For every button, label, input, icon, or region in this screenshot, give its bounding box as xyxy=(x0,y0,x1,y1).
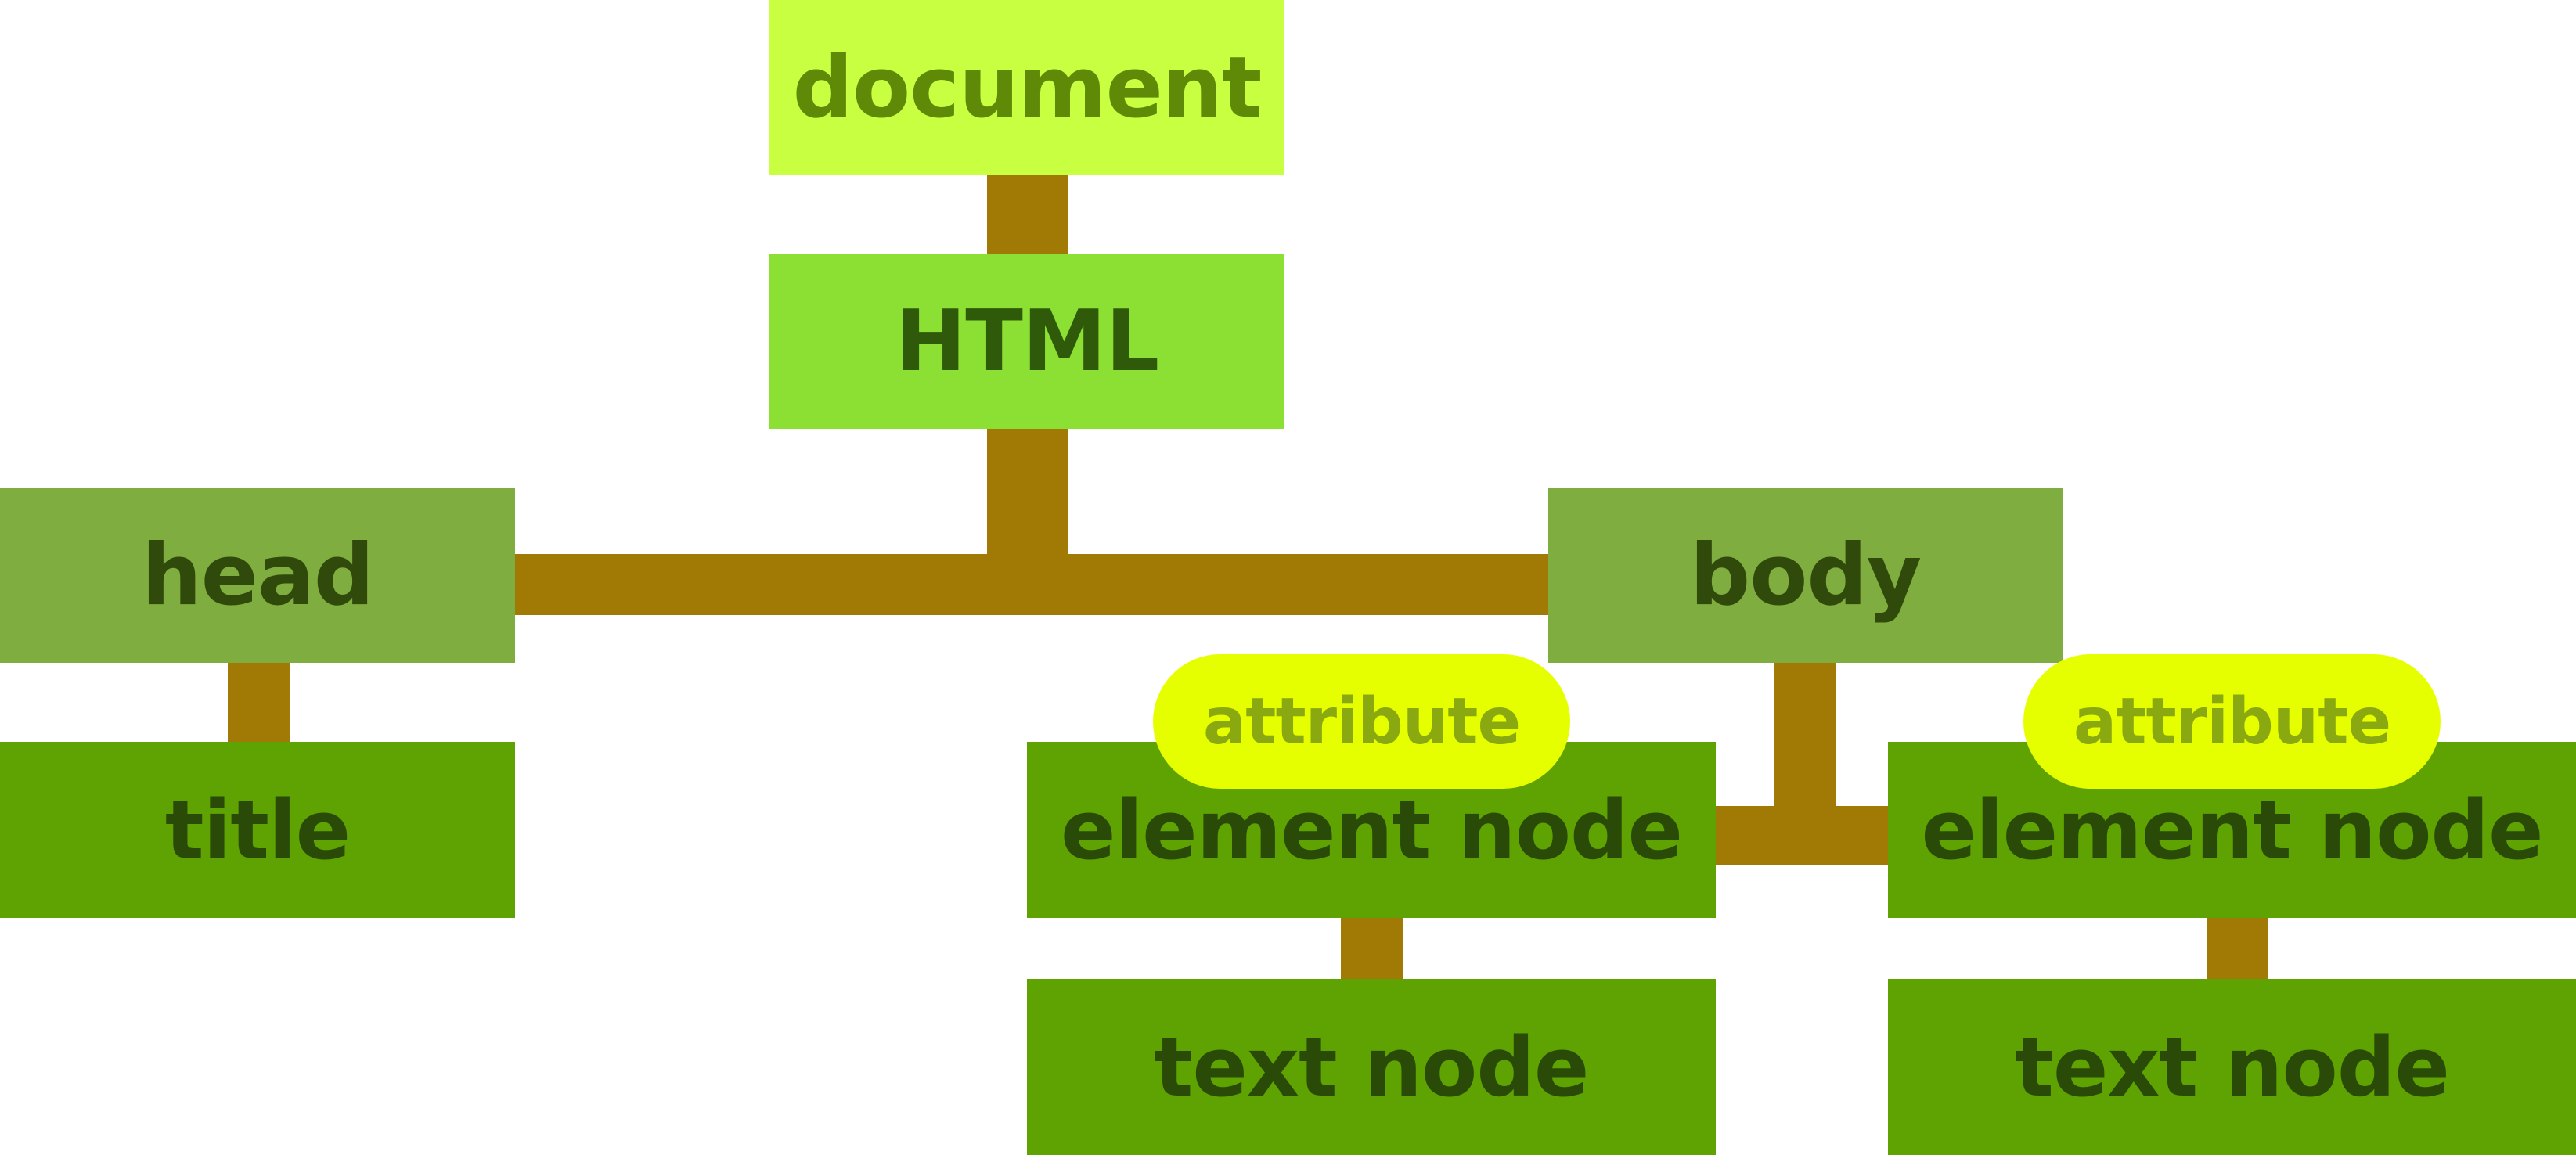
node-body: body xyxy=(1548,488,2063,663)
node-text-right: text node xyxy=(1888,979,2576,1155)
connector-body-down xyxy=(1774,663,1836,806)
node-attribute-left: attribute xyxy=(1153,654,1570,789)
connector-head-title xyxy=(228,663,290,742)
node-text-left: text node xyxy=(1027,979,1716,1155)
node-attribute-right: attribute xyxy=(2023,654,2441,789)
node-element-right: element node xyxy=(1888,742,2576,918)
node-document: document xyxy=(769,0,1284,175)
node-head: head xyxy=(0,488,515,663)
connector-element-bar xyxy=(1716,806,1888,865)
node-title: title xyxy=(0,742,515,918)
connector-head-body-bar xyxy=(515,554,1548,615)
node-html: HTML xyxy=(769,254,1284,429)
connector-html-down xyxy=(987,429,1068,554)
connector-document-html xyxy=(987,175,1068,254)
connector-element-text-right xyxy=(2207,918,2268,979)
connector-element-text-left xyxy=(1341,918,1403,979)
